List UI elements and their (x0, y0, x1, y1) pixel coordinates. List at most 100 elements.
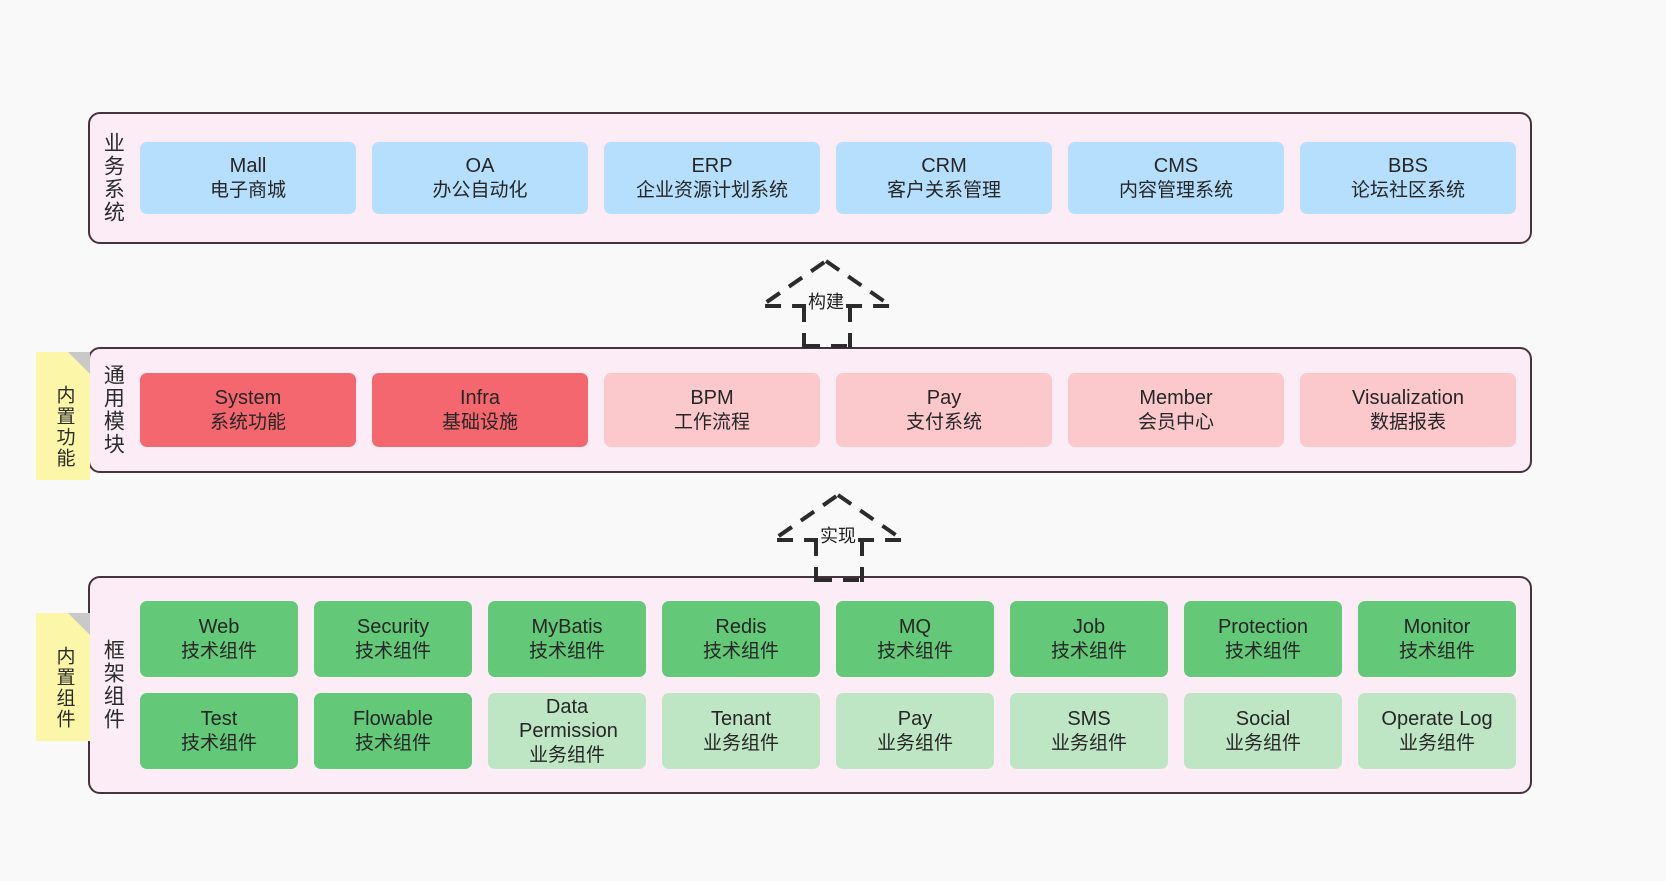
node-row: Web 技术组件 Security 技术组件 MyBatis 技术组件 Redi… (140, 601, 1516, 677)
node-subtitle: 企业资源计划系统 (635, 179, 788, 201)
node-oa[interactable]: OA 办公自动化 (372, 142, 588, 214)
node-monitor[interactable]: Monitor 技术组件 (1358, 601, 1516, 677)
arrow-build-label: 构建 (806, 288, 846, 314)
node-title: CRM (921, 155, 967, 178)
node-redis[interactable]: Redis 技术组件 (662, 601, 820, 677)
node-subtitle: 数据报表 (1369, 411, 1446, 433)
node-title: Pay (897, 708, 933, 731)
layer-business-system: 业务系统 Mall 电子商城 OA 办公自动化 ERP 企业资源计划系统 CRM… (88, 112, 1532, 244)
node-web[interactable]: Web 技术组件 (140, 601, 298, 677)
node-pay-component[interactable]: Pay 业务组件 (836, 693, 994, 769)
node-title: Test (200, 708, 238, 731)
node-member[interactable]: Member 会员中心 (1068, 373, 1284, 447)
node-title: Flowable (352, 708, 434, 731)
node-row: System 系统功能 Infra 基础设施 BPM 工作流程 Pay 支付系统… (140, 373, 1516, 447)
node-title: BBS (1387, 155, 1429, 178)
node-subtitle: 业务组件 (1224, 732, 1301, 754)
layer-body-business-system: Mall 电子商城 OA 办公自动化 ERP 企业资源计划系统 CRM 客户关系… (134, 114, 1530, 242)
node-title: Job (1072, 616, 1106, 639)
node-erp[interactable]: ERP 企业资源计划系统 (604, 142, 820, 214)
node-subtitle: 技术组件 (180, 640, 257, 662)
node-title: OA (465, 155, 495, 178)
node-title: SMS (1067, 708, 1111, 731)
node-crm[interactable]: CRM 客户关系管理 (836, 142, 1052, 214)
node-title: BPM (690, 387, 734, 410)
node-flowable[interactable]: Flowable 技术组件 (314, 693, 472, 769)
sticky-note-label: 内置组件 (53, 646, 75, 730)
node-subtitle: 办公自动化 (432, 179, 528, 201)
node-subtitle: 会员中心 (1137, 411, 1214, 433)
node-subtitle: 技术组件 (180, 732, 257, 754)
node-subtitle: 业务组件 (876, 732, 953, 754)
layer-body-common-module: System 系统功能 Infra 基础设施 BPM 工作流程 Pay 支付系统… (134, 349, 1530, 471)
node-subtitle: 业务组件 (528, 744, 605, 766)
node-subtitle: 技术组件 (876, 640, 953, 662)
node-row: Test 技术组件 Flowable 技术组件 Data Permission … (140, 693, 1516, 769)
sticky-fold-icon (68, 352, 90, 374)
arrow-implement-label: 实现 (818, 522, 858, 548)
layer-label-common-module: 通用模块 (101, 364, 125, 456)
node-subtitle: 工作流程 (673, 411, 750, 433)
node-bbs[interactable]: BBS 论坛社区系统 (1300, 142, 1516, 214)
node-subtitle: 技术组件 (702, 640, 779, 662)
node-system[interactable]: System 系统功能 (140, 373, 356, 447)
node-title: Social (1235, 708, 1291, 731)
arrow-implement: 实现 (766, 492, 920, 582)
node-subtitle: 业务组件 (1050, 732, 1127, 754)
layer-label-business-system: 业务系统 (101, 132, 125, 224)
node-mall[interactable]: Mall 电子商城 (140, 142, 356, 214)
node-infra[interactable]: Infra 基础设施 (372, 373, 588, 447)
sticky-fold-icon (68, 613, 90, 635)
node-subtitle: 电子商城 (209, 179, 286, 201)
node-protection[interactable]: Protection 技术组件 (1184, 601, 1342, 677)
node-subtitle: 基础设施 (441, 411, 518, 433)
node-job[interactable]: Job 技术组件 (1010, 601, 1168, 677)
node-data-permission[interactable]: Data Permission 业务组件 (488, 693, 646, 769)
node-title: ERP (691, 155, 733, 178)
node-mq[interactable]: MQ 技术组件 (836, 601, 994, 677)
node-title: Security (356, 616, 430, 639)
node-subtitle: 技术组件 (1050, 640, 1127, 662)
node-social[interactable]: Social 业务组件 (1184, 693, 1342, 769)
sticky-note-label: 内置功能 (53, 385, 75, 469)
arrow-build: 构建 (754, 258, 908, 348)
node-subtitle: 客户关系管理 (886, 179, 1001, 201)
layer-label-framework-component: 框架组件 (101, 639, 125, 731)
node-sms[interactable]: SMS 业务组件 (1010, 693, 1168, 769)
node-title: System (214, 387, 282, 410)
node-subtitle: 技术组件 (1224, 640, 1301, 662)
layer-framework-component: 框架组件 Web 技术组件 Security 技术组件 MyBatis 技术组件… (88, 576, 1532, 794)
layer-body-framework-component: Web 技术组件 Security 技术组件 MyBatis 技术组件 Redi… (134, 578, 1530, 792)
sticky-note-builtin-component: 内置组件 (36, 613, 90, 741)
node-title: Protection (1217, 616, 1309, 639)
node-title: Tenant (710, 708, 772, 731)
node-tenant[interactable]: Tenant 业务组件 (662, 693, 820, 769)
node-title: Mall (229, 155, 267, 178)
node-security[interactable]: Security 技术组件 (314, 601, 472, 677)
node-title: CMS (1153, 155, 1199, 178)
node-visualization[interactable]: Visualization 数据报表 (1300, 373, 1516, 447)
node-pay[interactable]: Pay 支付系统 (836, 373, 1052, 447)
node-title: Pay (926, 387, 962, 410)
node-subtitle: 技术组件 (354, 640, 431, 662)
node-subtitle: 内容管理系统 (1118, 179, 1233, 201)
node-subtitle: 技术组件 (354, 732, 431, 754)
node-operate-log[interactable]: Operate Log 业务组件 (1358, 693, 1516, 769)
node-mybatis[interactable]: MyBatis 技术组件 (488, 601, 646, 677)
node-subtitle: 论坛社区系统 (1350, 179, 1465, 201)
node-subtitle: 业务组件 (702, 732, 779, 754)
node-title: Monitor (1403, 616, 1471, 639)
node-test[interactable]: Test 技术组件 (140, 693, 298, 769)
node-subtitle: 系统功能 (209, 411, 286, 433)
node-title: Infra (459, 387, 501, 410)
node-title: Redis (715, 616, 767, 639)
node-subtitle: 支付系统 (905, 411, 982, 433)
node-title: Member (1139, 387, 1213, 410)
node-cms[interactable]: CMS 内容管理系统 (1068, 142, 1284, 214)
node-bpm[interactable]: BPM 工作流程 (604, 373, 820, 447)
node-row: Mall 电子商城 OA 办公自动化 ERP 企业资源计划系统 CRM 客户关系… (140, 142, 1516, 214)
sticky-note-builtin-function: 内置功能 (36, 352, 90, 480)
layer-common-module: 通用模块 System 系统功能 Infra 基础设施 BPM 工作流程 Pay… (88, 347, 1532, 473)
node-title: Data Permission (519, 696, 618, 743)
